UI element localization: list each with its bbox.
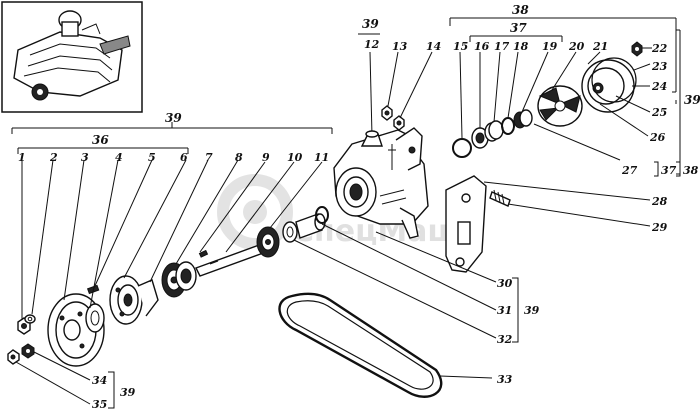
label-4: 4 [115,151,123,164]
leader-lines [15,47,652,405]
label-33: 33 [497,373,513,386]
label-39-sub-34-35: 39 [120,386,136,399]
nut-14-icon [393,115,405,131]
engine-inset [1,1,143,113]
label-20: 20 [568,40,585,53]
label-16: 16 [474,40,490,53]
label-6: 6 [180,151,188,164]
label-18: 18 [513,40,529,53]
label-21: 21 [592,40,608,53]
bracket-34-35 [108,371,115,409]
label-3: 3 [81,151,89,164]
pump-rear-parts [452,41,643,158]
label-24: 24 [651,80,667,93]
label-17: 17 [494,40,510,53]
part-labels: 1 2 3 4 5 6 7 8 9 10 11 13 14 15 16 17 1… [18,40,699,411]
label-30: 30 [497,277,513,290]
v-belt-33-icon [278,292,443,398]
label-39-part12: 39 [362,17,379,31]
label-39-right: 39 [684,93,700,107]
label-7: 7 [205,151,213,164]
label-15: 15 [453,40,468,53]
spacer-9-icon [198,249,209,258]
bracket-group-39-36: 39 36 [11,111,333,154]
hub-6-icon [109,275,159,325]
nut-13-icon [381,105,393,121]
label-36: 36 [92,133,109,147]
label-14: 14 [426,40,441,53]
label-25: 25 [651,106,667,119]
label-38-sub: 38 [683,164,699,177]
nut-35-icon [7,349,20,365]
label-37-sub: 37 [661,164,677,177]
spring-17-icon [484,120,504,142]
label-10: 10 [287,151,303,164]
label-37-top: 37 [510,21,527,35]
label-39-top-left: 39 [165,111,182,125]
label-28: 28 [651,195,668,208]
label-27: 27 [621,164,638,177]
shaft-10-icon [195,243,267,277]
bracket-30-31-32 [512,277,519,343]
label-8: 8 [235,151,243,164]
engine-thumbnail-icon [13,10,131,101]
washer-2-icon [24,314,36,324]
washer-18-icon [501,117,515,135]
nut-22-icon [631,41,643,57]
label-39-sub-30-32: 39 [524,304,540,317]
pulley-shaft-assembly [17,206,329,367]
gasket-4-icon [85,303,105,333]
label-2: 2 [49,151,58,164]
label-5: 5 [148,151,156,164]
bracket-27-37-38 [654,161,681,177]
bearing-8-icon [175,261,197,291]
gasket-23-icon [591,57,637,103]
label-9: 9 [262,151,270,164]
bearing-11-icon [256,226,280,258]
label-26: 26 [649,131,666,144]
label-35: 35 [92,398,107,411]
bolt-29-icon [489,189,511,207]
seal-32-icon [282,221,298,243]
label-38-top: 38 [512,3,529,17]
ring-30-icon [315,206,329,224]
label-19: 19 [542,40,558,53]
pump-housing-icon [333,127,429,239]
cover-24-icon [581,59,635,113]
bracket-plate-28-icon [445,175,487,273]
label-34: 34 [92,374,107,387]
label-23: 23 [651,60,668,73]
label-1: 1 [18,151,26,164]
sleeve-19-icon [513,109,533,129]
label-11: 11 [314,151,329,164]
label-13: 13 [392,40,408,53]
seal-16-icon [471,127,489,149]
bracket-group-38-37: 38 37 39 [449,3,700,175]
impeller-20-icon [537,85,583,127]
washer-34-icon [21,343,35,359]
label-22: 22 [651,42,668,55]
ring-15-icon [452,138,472,158]
label-31: 31 [497,304,512,317]
label-12: 12 [364,38,380,51]
label-29: 29 [651,221,668,234]
bracket-part-12: 39 12 [358,17,380,137]
label-32: 32 [497,333,513,346]
